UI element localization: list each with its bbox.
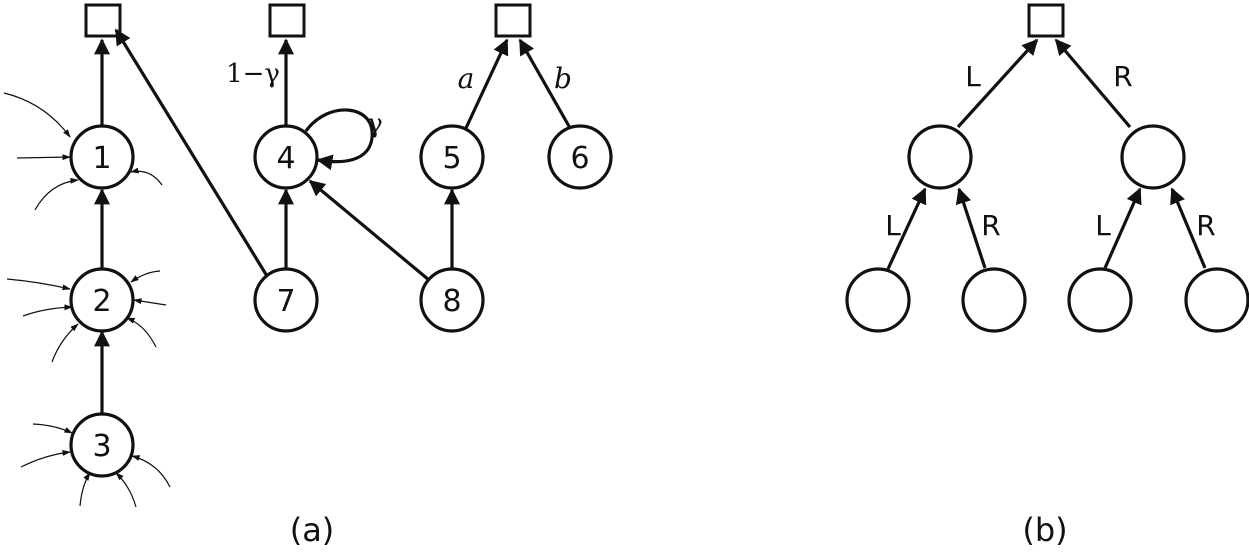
edge-label-root-left: L [965,60,981,93]
edge-left-child-to-root [956,38,1039,129]
tree-leaf-right-left [1067,267,1133,333]
node-6: 6 [547,124,613,190]
tree-leaf-left-left [845,267,911,333]
node-5-label: 5 [442,141,461,176]
terminal-box-4 [268,3,306,38]
edge-label-right-right: R [1196,209,1215,242]
node-1: 1 [69,124,135,190]
edge-label-gamma: γ [367,109,383,139]
node-7: 7 [253,267,319,333]
panel-a: 1 2 3 4 5 6 7 8 1−γ [3,3,613,549]
edge-8-to-4 [308,179,431,282]
tree-leaf-right-right [1184,267,1249,333]
edge-ll-to-left [886,187,927,270]
tree-leaf-left-right [961,267,1027,333]
panel-b: L R L R L R (b) [845,3,1249,549]
incoming-arrows-node-2 [6,270,167,363]
edge-right-child-to-root [1054,38,1132,129]
node-8: 8 [419,267,485,333]
node-3: 3 [69,412,135,478]
node-2-label: 2 [92,284,111,319]
edge-label-left-right: R [981,209,1000,242]
edge-label-one-minus-gamma: 1−γ [226,59,280,89]
edge-6-to-terminal [518,38,572,129]
node-7-label: 7 [276,284,295,319]
panel-a-caption: (a) [290,511,335,549]
edge-label-root-right: R [1113,60,1132,93]
node-3-label: 3 [92,429,111,464]
node-6-label: 6 [570,141,589,176]
edge-5-to-terminal [464,38,509,129]
edge-label-right-left: L [1095,209,1111,242]
terminal-box-5-6 [494,3,532,38]
root-terminal-box [1027,3,1065,38]
tree-node-right [1120,124,1186,190]
tree-node-left [907,124,973,190]
terminal-box-1 [84,3,122,38]
panel-b-caption: (b) [1022,511,1067,549]
edge-lr-to-left [955,187,987,269]
node-1-label: 1 [92,141,111,176]
node-8-label: 8 [442,284,461,319]
node-4-label: 4 [276,141,295,176]
incoming-arrows-node-1 [3,92,163,211]
edge-rl-to-right [1103,187,1142,269]
node-2: 2 [69,267,135,333]
edge-7-to-terminal-1 [114,28,269,277]
edge-rr-to-right [1170,187,1207,269]
edge-label-left-left: L [885,209,901,242]
edge-4-self-loop [304,108,374,171]
node-4: 4 [253,124,319,190]
edge-label-a: a [458,62,475,95]
node-5: 5 [419,124,485,190]
edge-label-b: b [554,62,572,95]
incoming-arrows-node-3 [20,423,171,508]
